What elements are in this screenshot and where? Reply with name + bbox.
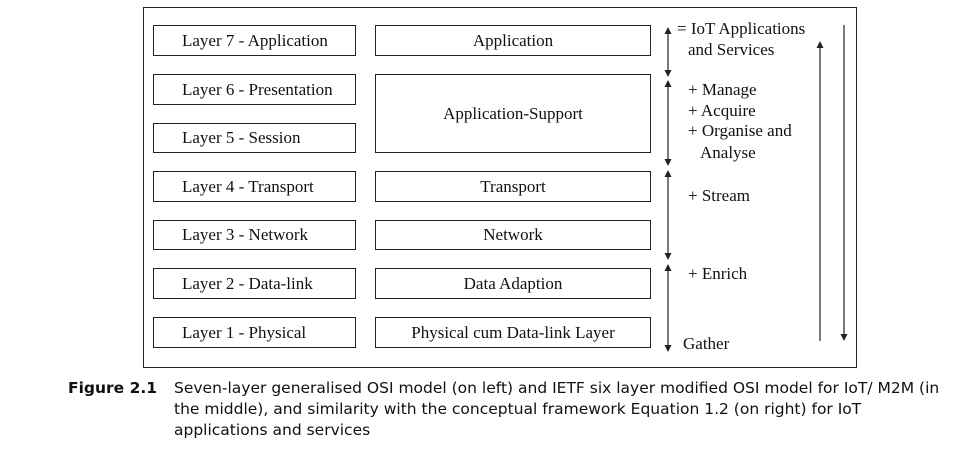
framework-services: and Services <box>688 40 775 59</box>
osi-layer-7: Layer 7 - Application <box>153 25 356 56</box>
ietf-layer-application: Application <box>375 25 651 56</box>
osi-layer-6: Layer 6 - Presentation <box>153 74 356 105</box>
osi-layer-2: Layer 2 - Data-link <box>153 268 356 299</box>
framework-organise: + Organise and <box>688 121 792 140</box>
framework-analyse: Analyse <box>700 143 756 162</box>
framework-manage: + Manage <box>688 80 757 99</box>
framework-enrich: + Enrich <box>688 264 748 283</box>
framework-acquire: + Acquire <box>688 101 756 120</box>
ietf-layer-physical-datalink: Physical cum Data-link Layer <box>375 317 651 348</box>
ietf-layer-transport: Transport <box>375 171 651 202</box>
ietf-layer-data-adaption: Data Adaption <box>375 268 651 299</box>
framework-stream: + Stream <box>688 186 750 205</box>
osi-layer-3: Layer 3 - Network <box>153 220 356 250</box>
ietf-layer-application-support: Application-Support <box>375 74 651 153</box>
figure-caption-text: Seven-layer generalised OSI model (on le… <box>174 379 940 439</box>
osi-layer-5: Layer 5 - Session <box>153 123 356 153</box>
osi-layer-4: Layer 4 - Transport <box>153 171 356 202</box>
figure-label: Figure 2.1 <box>68 379 158 397</box>
framework-iot-apps: = IoT Applications <box>677 19 806 38</box>
framework-gather: Gather <box>683 334 730 353</box>
osi-layer-1: Layer 1 - Physical <box>153 317 356 348</box>
ietf-layer-network: Network <box>375 220 651 250</box>
figure-frame <box>143 7 857 368</box>
